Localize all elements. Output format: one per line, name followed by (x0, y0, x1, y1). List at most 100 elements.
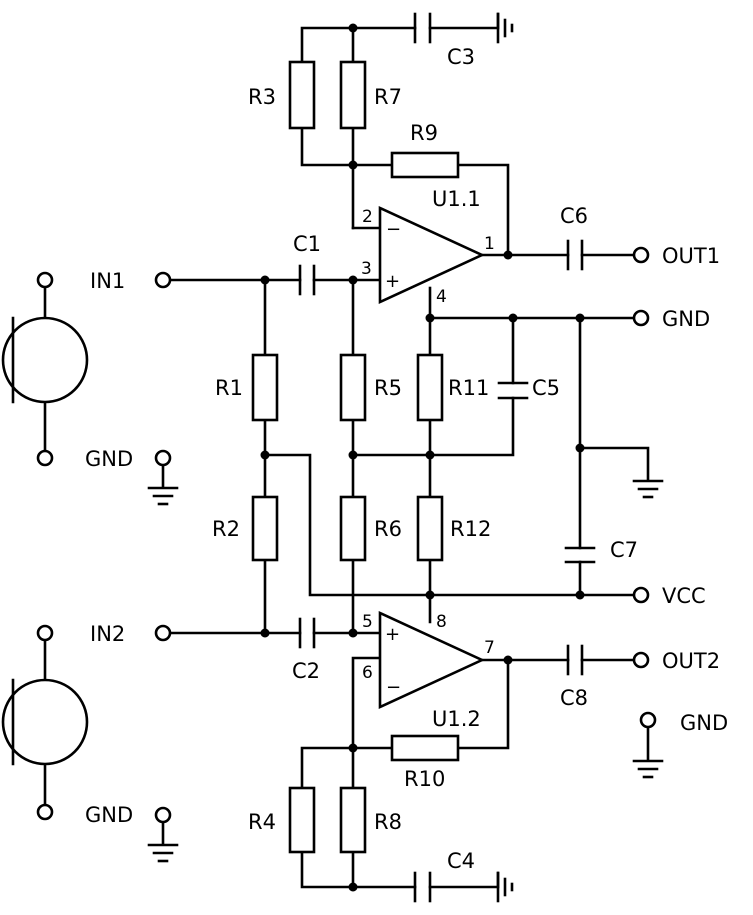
pin-1: 1 (484, 234, 495, 254)
pin-6: 6 (362, 663, 373, 683)
junction-dot (503, 655, 513, 665)
label-r4: R4 (248, 810, 276, 834)
junctions (260, 23, 585, 892)
ground-symbols (147, 12, 664, 903)
label-c6: C6 (560, 204, 588, 228)
label-gnd-mic2: GND (85, 803, 133, 827)
terminal-vcc (632, 586, 650, 604)
terminal-gnd-mic2 (154, 806, 172, 824)
junction-dot (575, 443, 585, 453)
microphone-2-terminal-top (36, 624, 54, 642)
microphone-2 (1, 624, 89, 821)
pin-8: 8 (436, 612, 447, 632)
capacitor-c6 (566, 239, 584, 271)
opamp-u1-2-noninverting-sign: + (385, 624, 400, 645)
label-r9: R9 (410, 121, 438, 145)
junction-dot (575, 313, 585, 323)
junction-dot (260, 450, 270, 460)
capacitor-c3 (413, 12, 432, 44)
pin-7: 7 (484, 638, 495, 658)
microphone-1 (1, 271, 89, 467)
label-c5: C5 (532, 376, 560, 400)
label-r7: R7 (374, 85, 402, 109)
junction-dot (425, 450, 435, 460)
resistor-r2 (251, 495, 279, 562)
junction-dot (348, 882, 358, 892)
pin-5: 5 (362, 612, 373, 632)
label-r6: R6 (374, 517, 402, 541)
label-in2: IN2 (90, 622, 125, 646)
opamp-u1-1: − + (378, 205, 486, 305)
ground-icon (147, 486, 179, 506)
label-out1: OUT1 (662, 244, 720, 268)
label-u1-2: U1.2 (432, 707, 481, 731)
label-gnd-mic1: GND (85, 447, 133, 471)
junction-dot (260, 275, 270, 285)
ground-icon (496, 871, 514, 903)
terminal-gnd-mic1 (154, 449, 172, 467)
terminal-gnd-right (632, 309, 650, 327)
label-gnd-right: GND (662, 307, 710, 331)
terminal-in2 (154, 624, 172, 642)
capacitor-c5 (497, 381, 529, 400)
label-r2: R2 (212, 517, 240, 541)
label-c8: C8 (560, 686, 588, 710)
ground-icon (496, 12, 514, 44)
microphone-2-body (1, 678, 89, 766)
resistor-r3 (288, 60, 316, 130)
label-r11: R11 (448, 376, 489, 400)
label-c7: C7 (610, 538, 638, 562)
terminal-out1 (632, 246, 650, 264)
terminal-in1 (154, 271, 172, 289)
labels: IN1 GND IN2 GND OUT1 GND VCC OUT2 GND R3… (85, 45, 728, 873)
resistor-r9 (390, 151, 460, 179)
microphone-2-terminal-bottom (36, 803, 54, 821)
junction-dot (348, 450, 358, 460)
label-c1: C1 (293, 232, 321, 256)
label-r5: R5 (374, 376, 402, 400)
junction-dot (503, 250, 513, 260)
ground-icon (632, 479, 664, 499)
label-u1-1: U1.1 (432, 187, 481, 211)
capacitor-c2 (298, 617, 316, 649)
microphone-1-terminal-bottom (36, 449, 54, 467)
junction-dot (508, 313, 518, 323)
resistor-r8 (339, 786, 367, 854)
junction-dot (425, 590, 435, 600)
label-c3: C3 (447, 45, 475, 69)
label-r8: R8 (374, 810, 402, 834)
ground-icon (632, 759, 664, 779)
resistor-r5 (339, 353, 367, 422)
capacitors (298, 12, 596, 903)
ground-icon (147, 843, 179, 863)
resistor-r4 (288, 786, 316, 854)
resistor-r11 (416, 353, 444, 422)
resistor-r1 (251, 353, 279, 422)
resistor-r7 (339, 60, 367, 130)
label-vcc: VCC (662, 584, 706, 608)
junction-dot (348, 743, 358, 753)
microphone-1-terminal-top (36, 271, 54, 289)
junction-dot (348, 628, 358, 638)
resistor-r6 (339, 495, 367, 562)
terminal-out2 (632, 651, 650, 669)
label-r1: R1 (215, 376, 243, 400)
opamp-u1-2-triangle (378, 610, 486, 710)
junction-dot (348, 275, 358, 285)
pin-3: 3 (361, 259, 372, 279)
label-r12: R12 (450, 517, 491, 541)
pin-4: 4 (436, 287, 447, 307)
terminals (154, 246, 657, 824)
opamp-u1-1-inverting-sign: − (386, 219, 401, 240)
opamp-u1-1-triangle (378, 205, 486, 305)
label-gnd-out2: GND (680, 711, 728, 735)
capacitor-c4 (413, 871, 432, 903)
junction-dot (425, 313, 435, 323)
opamp-u1-2-inverting-sign: − (386, 677, 401, 698)
label-c2: C2 (292, 659, 320, 683)
junction-dot (260, 628, 270, 638)
label-in1: IN1 (90, 269, 125, 293)
junction-dot (348, 23, 358, 33)
label-r3: R3 (248, 85, 276, 109)
